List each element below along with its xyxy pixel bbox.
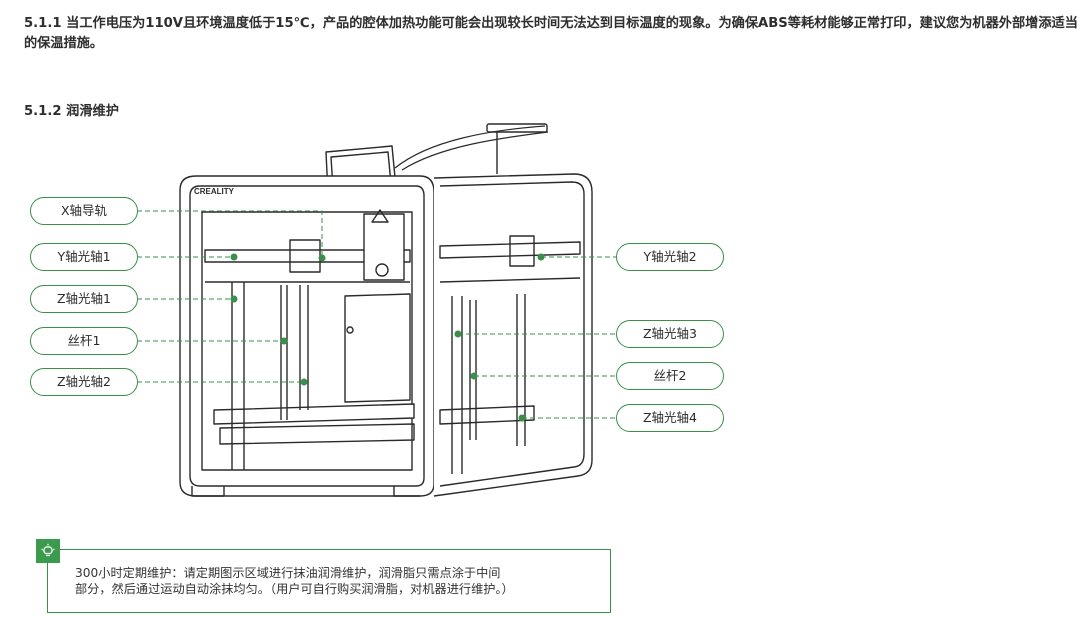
brand-logo: CREALITY [194,187,235,196]
maintenance-tip-box [47,549,611,613]
callout-z-shaft-1: Z轴光轴1 [30,285,138,313]
callout-y-shaft-2: Y轴光轴2 [616,243,724,271]
callout-z-shaft-4: Z轴光轴4 [616,404,724,432]
tip-text-line-2: 部分，然后通过运动自动涂抹均匀。（用户可自行购买润滑脂，对机器进行维护。） [75,582,514,596]
callout-z-shaft-2: Z轴光轴2 [30,368,138,396]
lightbulb-icon [36,539,60,563]
paragraph-511: 5.1.1 当工作电压为110V且环境温度低于15℃，产品的腔体加热功能可能会出… [24,16,1078,51]
callout-x-rail: X轴导轨 [30,197,138,225]
tip-text: 300小时定期维护：请定期图示区域进行抹油润滑维护，润滑脂只需点涂于中间 部分，… [75,565,605,597]
callout-y-shaft-1: Y轴光轴1 [30,243,138,271]
section-heading-lubrication: 5.1.2 润滑维护 [24,104,119,119]
callout-z-shaft-3: Z轴光轴3 [616,320,724,348]
callout-lead-screw-2: 丝杆2 [616,362,724,390]
callout-lead-screw-1: 丝杆1 [30,327,138,355]
tip-text-line-1: 300小时定期维护：请定期图示区域进行抹油润滑维护，润滑脂只需点涂于中间 [75,566,501,580]
